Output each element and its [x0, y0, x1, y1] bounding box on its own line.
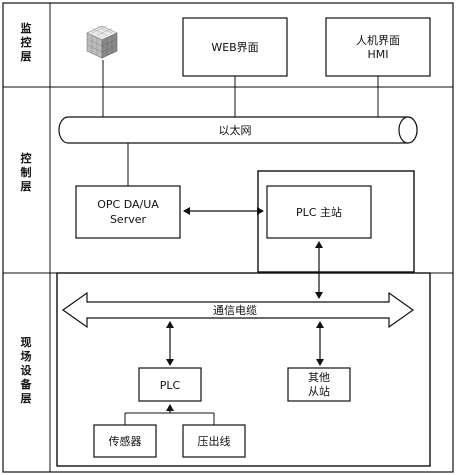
svg-text:PLC 主站: PLC 主站 — [296, 205, 342, 219]
plc-master-box: PLC 主站 — [266, 185, 372, 239]
sensor-box: 传感器 — [93, 424, 157, 458]
svg-text:层: 层 — [20, 392, 32, 405]
svg-text:WEB界面: WEB界面 — [211, 41, 258, 54]
svg-text:通信电缆: 通信电缆 — [213, 304, 257, 317]
communication-cable: 通信电缆 — [61, 291, 415, 329]
svg-text:监: 监 — [21, 21, 32, 35]
svg-text:压出线: 压出线 — [198, 434, 231, 448]
svg-text:现: 现 — [21, 336, 32, 349]
svg-text:备: 备 — [20, 377, 33, 391]
cube-grid-icon — [86, 25, 118, 59]
svg-text:从站: 从站 — [308, 384, 330, 398]
layer-label-field: 现 场 设 备 层 — [20, 336, 33, 405]
svg-text:HMI: HMI — [367, 48, 388, 61]
svg-text:控: 控 — [21, 151, 32, 165]
svg-text:控: 控 — [21, 35, 32, 49]
svg-text:层: 层 — [20, 180, 32, 193]
svg-text:设: 设 — [21, 363, 33, 377]
svg-text:Server: Server — [110, 213, 147, 226]
svg-text:以太网: 以太网 — [219, 124, 252, 137]
layer-label-monitor: 监 控 层 — [20, 21, 32, 63]
field-device-container — [56, 272, 431, 467]
svg-text:其他: 其他 — [308, 371, 330, 384]
other-slave-box: 其他 从站 — [287, 367, 351, 402]
layer-label-control: 控 制 层 — [20, 151, 32, 193]
svg-text:制: 制 — [21, 165, 32, 179]
press-line-box: 压出线 — [182, 424, 246, 458]
svg-text:PLC: PLC — [160, 379, 181, 392]
svg-text:场: 场 — [21, 349, 32, 363]
plc-box: PLC — [138, 367, 202, 402]
field-input-connector — [124, 404, 215, 425]
hmi-box: 人机界面 HMI — [325, 17, 431, 77]
svg-text:人机界面: 人机界面 — [356, 33, 400, 47]
ethernet-bus: 以太网 — [58, 116, 418, 144]
web-interface-box: WEB界面 — [182, 17, 288, 77]
svg-text:OPC DA/UA: OPC DA/UA — [97, 198, 159, 211]
opc-server-box: OPC DA/UA Server — [75, 185, 181, 239]
svg-text:层: 层 — [20, 50, 32, 63]
svg-text:传感器: 传感器 — [109, 435, 142, 448]
